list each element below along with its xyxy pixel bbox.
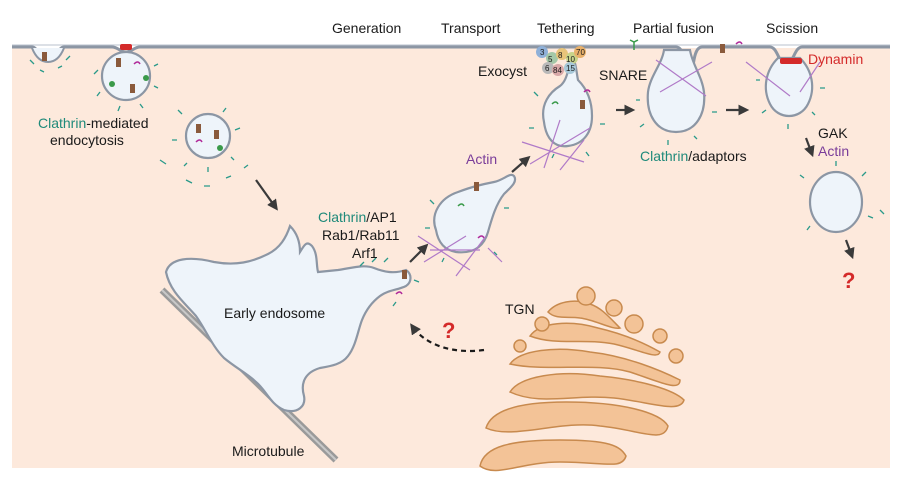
partial-fusion-details (629, 39, 743, 145)
stage-transport: Transport (441, 20, 501, 36)
exocyst-label: Exocyst (478, 63, 527, 79)
arrow-to-endosome (255, 179, 278, 211)
tethering-carrier (542, 58, 594, 148)
svg-text:5: 5 (548, 55, 553, 64)
arf1-label: Arf1 (352, 245, 378, 261)
svg-text:84: 84 (553, 66, 562, 75)
clathrin-ap1-label: Clathrin/AP1 (318, 209, 397, 225)
endosome-budding-tubule (359, 257, 420, 307)
stage-generation: Generation (332, 20, 401, 36)
svg-text:8: 8 (558, 51, 563, 60)
scission-vesicle (756, 56, 825, 129)
tgn-route-question: ? (442, 318, 455, 343)
clathrin-coated-pit (93, 44, 159, 112)
carrier-cargo (425, 182, 509, 263)
endocytic-pit (29, 47, 71, 73)
scission-actin (745, 61, 821, 97)
released-vesicle (799, 161, 885, 234)
stage-tethering: Tethering (537, 20, 595, 36)
snare-label: SNARE (599, 67, 647, 83)
clathrin-adaptors-label: Clathrin/adaptors (640, 148, 747, 164)
svg-text:15: 15 (566, 64, 575, 73)
svg-text:6: 6 (545, 64, 550, 73)
stage-partial-fusion: Partial fusion (633, 20, 714, 36)
svg-text:3: 3 (540, 48, 545, 57)
uncoated-clathrin-fragments (159, 159, 249, 187)
carrier-actin (417, 235, 503, 277)
svg-text:70: 70 (576, 48, 585, 57)
rab-label: Rab1/Rab11 (322, 227, 400, 243)
partial-fusion-actin (655, 59, 713, 97)
arrow-carrier-to-tethering (511, 155, 531, 173)
transport-carrier (433, 173, 517, 254)
endocytosis-label: endocytosis (50, 132, 124, 148)
microtubule-label: Microtubule (232, 443, 305, 459)
dynamin-label: Dynamin (808, 51, 863, 67)
released-fate-question: ? (842, 268, 855, 293)
stage-scission: Scission (766, 20, 818, 36)
early-endosome (164, 223, 412, 413)
exocyst-complex: 3 5 8 10 70 6 84 15 (536, 46, 586, 76)
trans-golgi-network (479, 286, 685, 472)
clathrin-coated-vesicle (172, 107, 241, 172)
tethering-actin (521, 119, 591, 171)
arrow-scission-down (804, 137, 815, 158)
actin-label-scission: Actin (818, 143, 849, 159)
tgn-to-endosome-arrow (410, 323, 485, 353)
tethering-cargo (529, 89, 605, 159)
arrow-endosome-to-carrier (409, 243, 429, 263)
actin-label-transport: Actin (466, 151, 497, 167)
partial-fusion-vesicle (646, 48, 706, 134)
arrow-released-down (844, 239, 855, 260)
early-endosome-label: Early endosome (224, 305, 325, 321)
clathrin-endocytosis-label: Clathrin-mediated (38, 115, 149, 131)
gak-label: GAK (818, 125, 848, 141)
tgn-label: TGN (505, 301, 535, 317)
svg-text:10: 10 (566, 55, 575, 64)
